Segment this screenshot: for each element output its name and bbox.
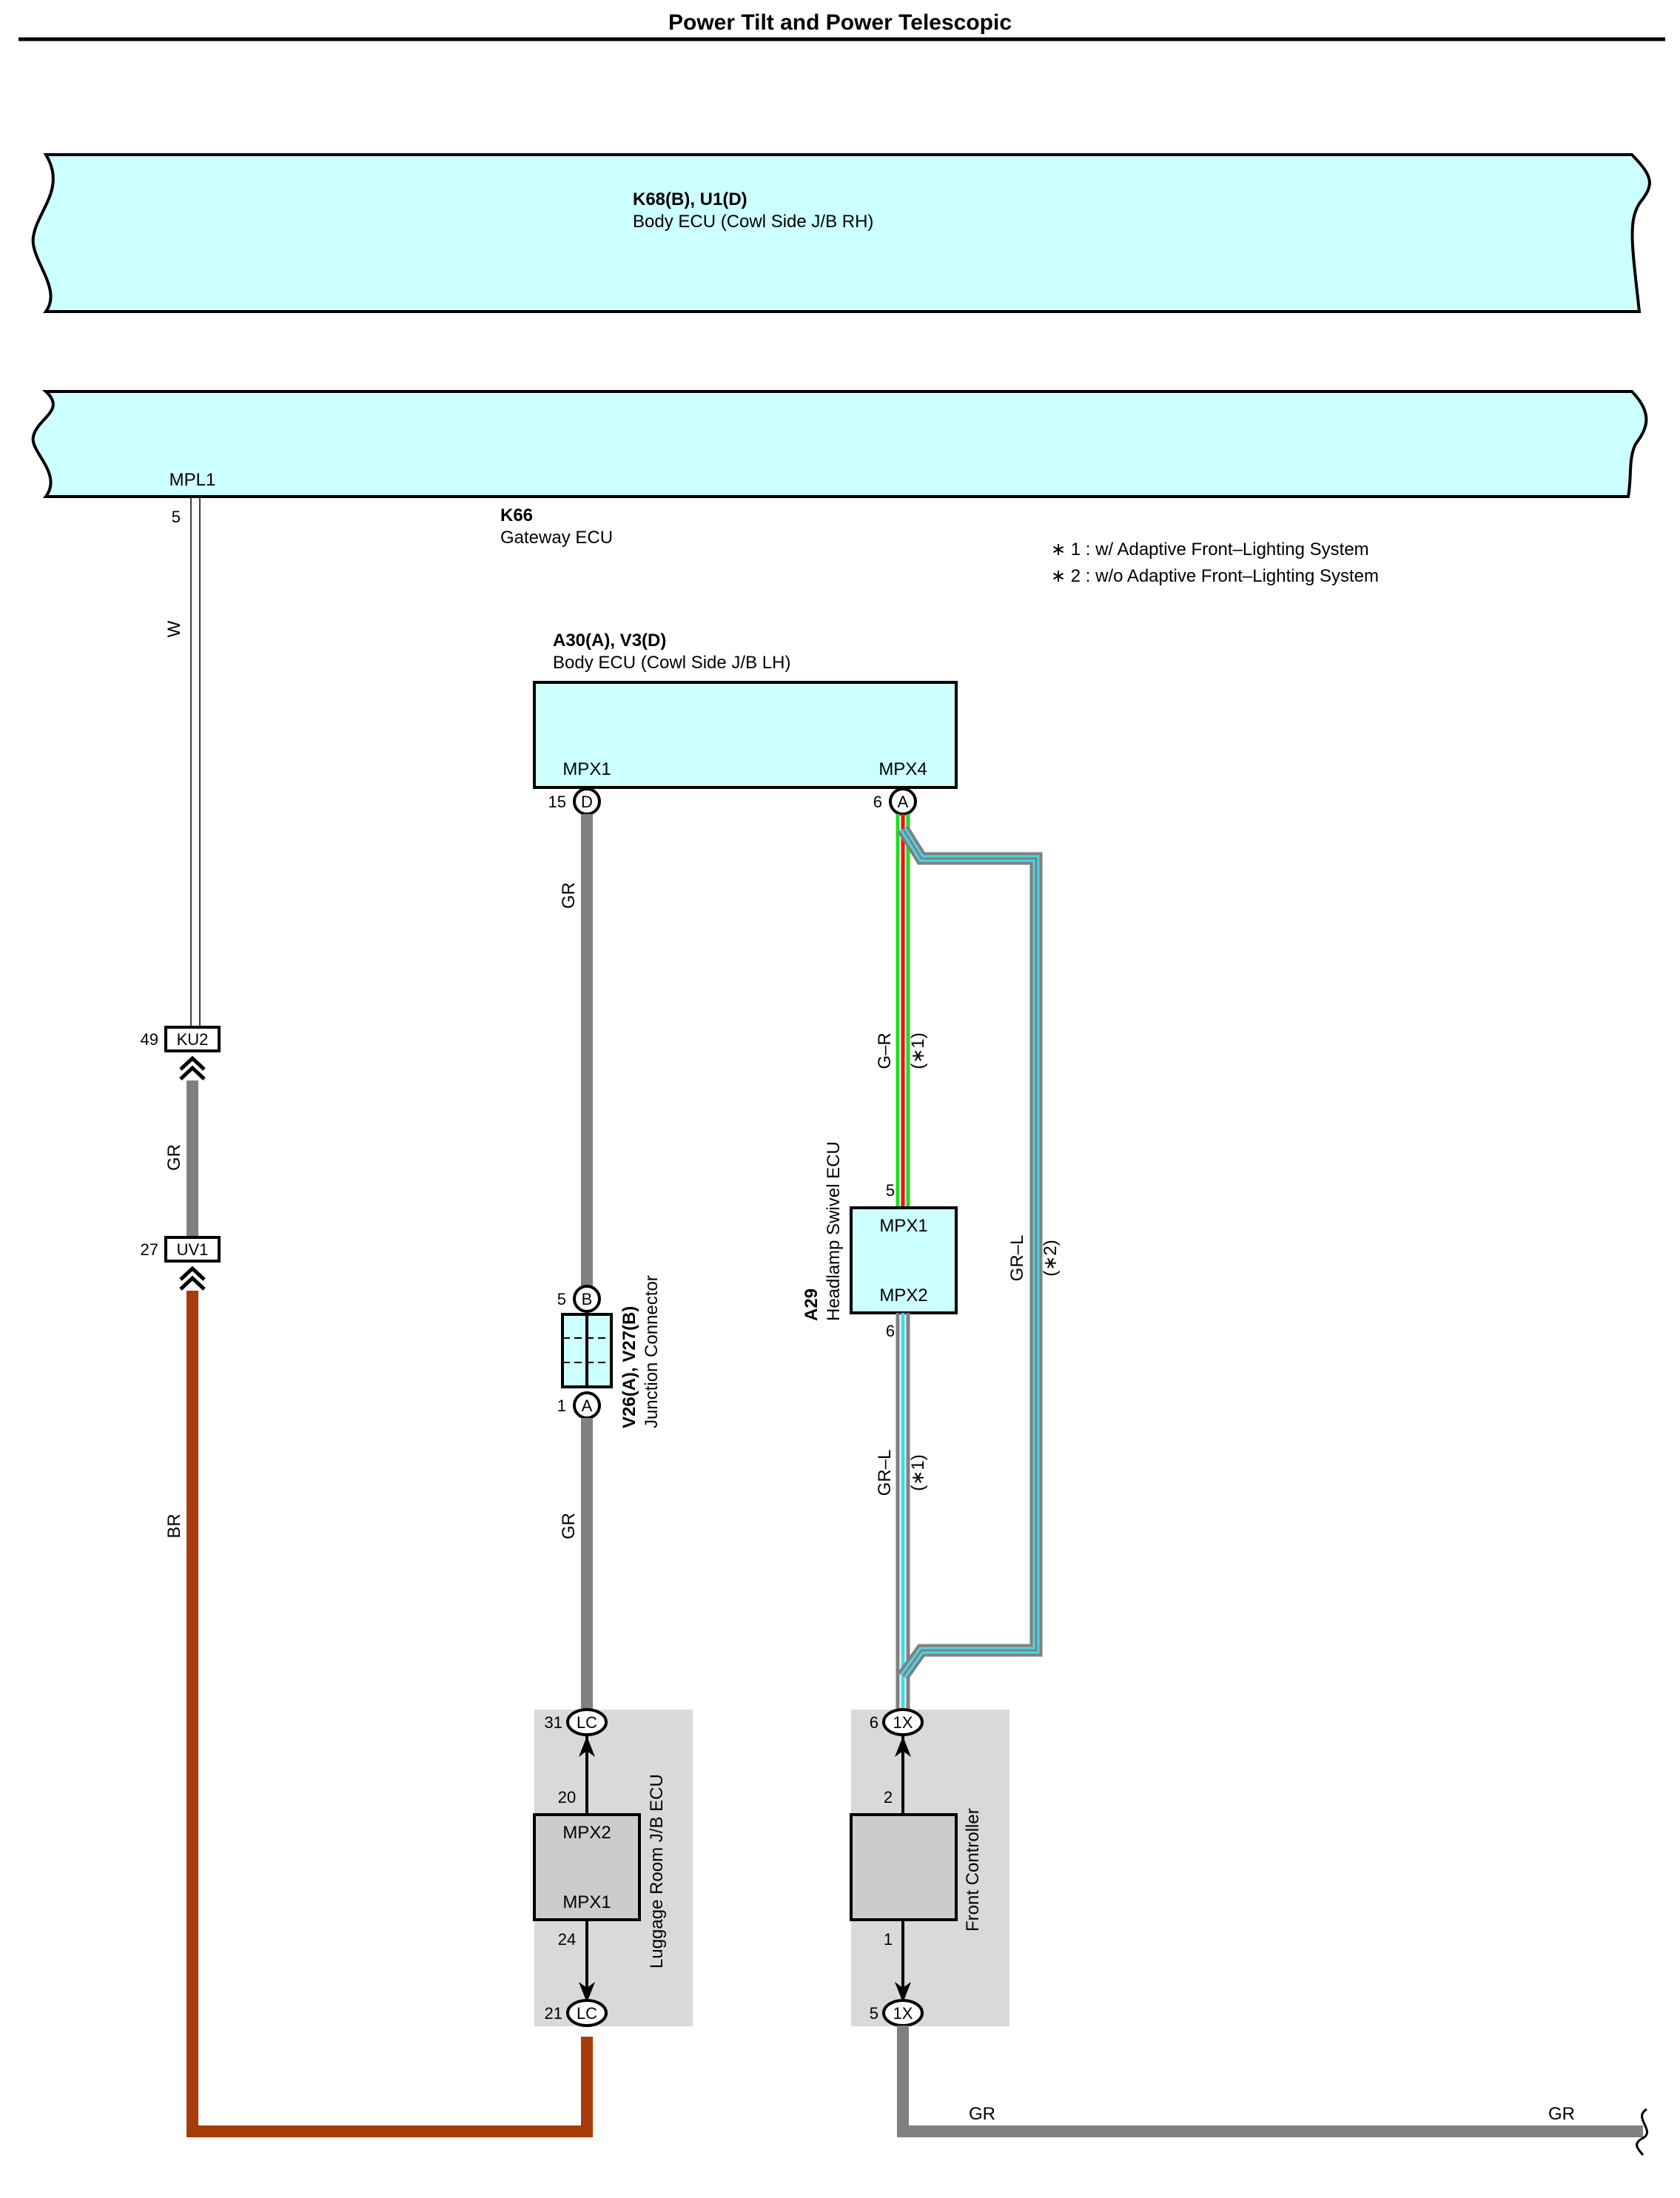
gateway-ecu-box xyxy=(31,390,1648,498)
luggage-pin-21: 21 xyxy=(545,2004,562,2023)
front-pin-2: 2 xyxy=(884,1788,893,1807)
grl-bypass-label: GR–L xyxy=(1007,1235,1027,1282)
body-ecu-lh-mpx1: MPX1 xyxy=(562,759,611,779)
gr-bottom-left-label: GR xyxy=(969,2104,995,2124)
luggage-top-arrow-icon xyxy=(579,1736,595,1757)
ku2-label: KU2 xyxy=(177,1030,209,1049)
front-pin-5: 5 xyxy=(870,2004,878,2023)
conn-a-label: A xyxy=(898,793,909,811)
br-wire xyxy=(187,1291,593,2137)
conn-d-label: D xyxy=(581,793,593,811)
junction-conn-b-label: B xyxy=(582,1290,593,1308)
gr-mpx1-lower-label: GR xyxy=(559,1513,579,1539)
gateway-ecu-name: Gateway ECU xyxy=(500,528,613,548)
luggage-mpx1: MPX1 xyxy=(562,1892,611,1912)
gr-bottom-wire xyxy=(897,2026,1643,2137)
luggage-pin-20: 20 xyxy=(558,1788,576,1807)
ku2-connector xyxy=(164,1026,221,1052)
junction-conn-b xyxy=(573,1285,601,1313)
note-2: ∗ 2 : w/o Adaptive Front–Lighting System xyxy=(1051,566,1379,586)
front-bottom-arrow-icon xyxy=(895,1982,911,2003)
body-ecu-rh-code: K68(B), U1(D) xyxy=(633,189,747,209)
headlamp-mpx1: MPX1 xyxy=(879,1216,927,1236)
front-pin-1: 1 xyxy=(884,1930,893,1949)
ku2-pin: 49 xyxy=(141,1030,158,1049)
ku2-chevron-2 xyxy=(179,1065,206,1080)
luggage-bottom-arrow-icon xyxy=(579,1982,595,2003)
grl-headlamp-label: GR–L xyxy=(875,1450,895,1496)
uv1-label: UV1 xyxy=(177,1240,209,1259)
uv1-connector xyxy=(164,1236,221,1263)
headlamp-pin-5: 5 xyxy=(886,1181,895,1200)
junction-name: Junction Connector xyxy=(642,1275,662,1428)
gr-mpx1-upper-label: GR xyxy=(559,882,579,909)
junction-pin-1: 1 xyxy=(557,1397,566,1415)
luggage-mpx2: MPX2 xyxy=(562,1823,611,1843)
body-ecu-lh-code: A30(A), V3(D) xyxy=(553,631,666,651)
gateway-ecu-code: K66 xyxy=(500,505,533,525)
headlamp-name: Headlamp Swivel ECU xyxy=(824,1141,844,1321)
junction-code: V26(A), V27(B) xyxy=(619,1306,639,1428)
headlamp-mpx2: MPX2 xyxy=(879,1285,927,1305)
luggage-conn-lc-bottom-label: LC xyxy=(577,2004,597,2023)
gr-bottom-right-label: GR xyxy=(1548,2104,1575,2124)
front-conn-1x-bottom-label: 1X xyxy=(893,2004,913,2023)
gateway-terminal-mpl1: MPL1 xyxy=(169,470,216,490)
note-1: ∗ 1 : w/ Adaptive Front–Lighting System xyxy=(1051,540,1369,559)
grl-headlamp-note: (∗1) xyxy=(908,1454,928,1490)
grl-bypass-inner xyxy=(901,828,1038,1677)
luggage-conn-lc-top-label: LC xyxy=(577,1713,597,1732)
luggage-room-ecu-box xyxy=(533,1813,641,1921)
pin-15: 15 xyxy=(548,793,566,811)
body-ecu-rh-name: Body ECU (Cowl Side J/B RH) xyxy=(633,212,873,232)
front-pin-6: 6 xyxy=(870,1713,878,1732)
body-ecu-rh-box xyxy=(31,153,1651,313)
uv1-pin: 27 xyxy=(141,1240,158,1259)
headlamp-pin-6: 6 xyxy=(886,1322,895,1340)
gr-headlamp-note: (∗1) xyxy=(908,1032,928,1069)
headlamp-code: A29 xyxy=(802,1288,821,1321)
body-ecu-lh-box xyxy=(533,681,958,789)
junction-pin-5: 5 xyxy=(557,1290,566,1308)
junction-conn-a-label: A xyxy=(582,1397,593,1415)
luggage-conn-lc-bottom xyxy=(566,1999,608,2027)
br-wire-label: BR xyxy=(164,1513,184,1538)
ku2-chevron-1 xyxy=(179,1055,206,1071)
gr-headlamp-label: G–R xyxy=(875,1032,895,1069)
luggage-room-ecu-name: Luggage Room J/B ECU xyxy=(647,1774,667,1969)
page-title: Power Tilt and Power Telescopic xyxy=(668,10,1012,35)
front-controller-name: Front Controller xyxy=(963,1808,983,1932)
front-controller-box xyxy=(850,1813,958,1921)
gr-ku2-uv1-label: GR xyxy=(164,1144,184,1171)
front-top-arrow-icon xyxy=(895,1736,911,1757)
uv1-chevron-1 xyxy=(179,1266,206,1281)
luggage-pin-31: 31 xyxy=(545,1713,562,1732)
front-conn-1x-top-label: 1X xyxy=(893,1713,913,1732)
gateway-pin-5: 5 xyxy=(172,508,181,526)
grl-bypass-note: (∗2) xyxy=(1041,1240,1061,1276)
pin-6: 6 xyxy=(873,793,882,811)
luggage-pin-24: 24 xyxy=(558,1930,576,1949)
gr-bottom-break-mark xyxy=(1636,2108,1648,2156)
body-ecu-lh-mpx4: MPX4 xyxy=(878,759,927,779)
w-wire-label: W xyxy=(164,620,184,637)
body-ecu-lh-name: Body ECU (Cowl Side J/B LH) xyxy=(553,653,790,673)
uv1-chevron-2 xyxy=(179,1275,206,1291)
